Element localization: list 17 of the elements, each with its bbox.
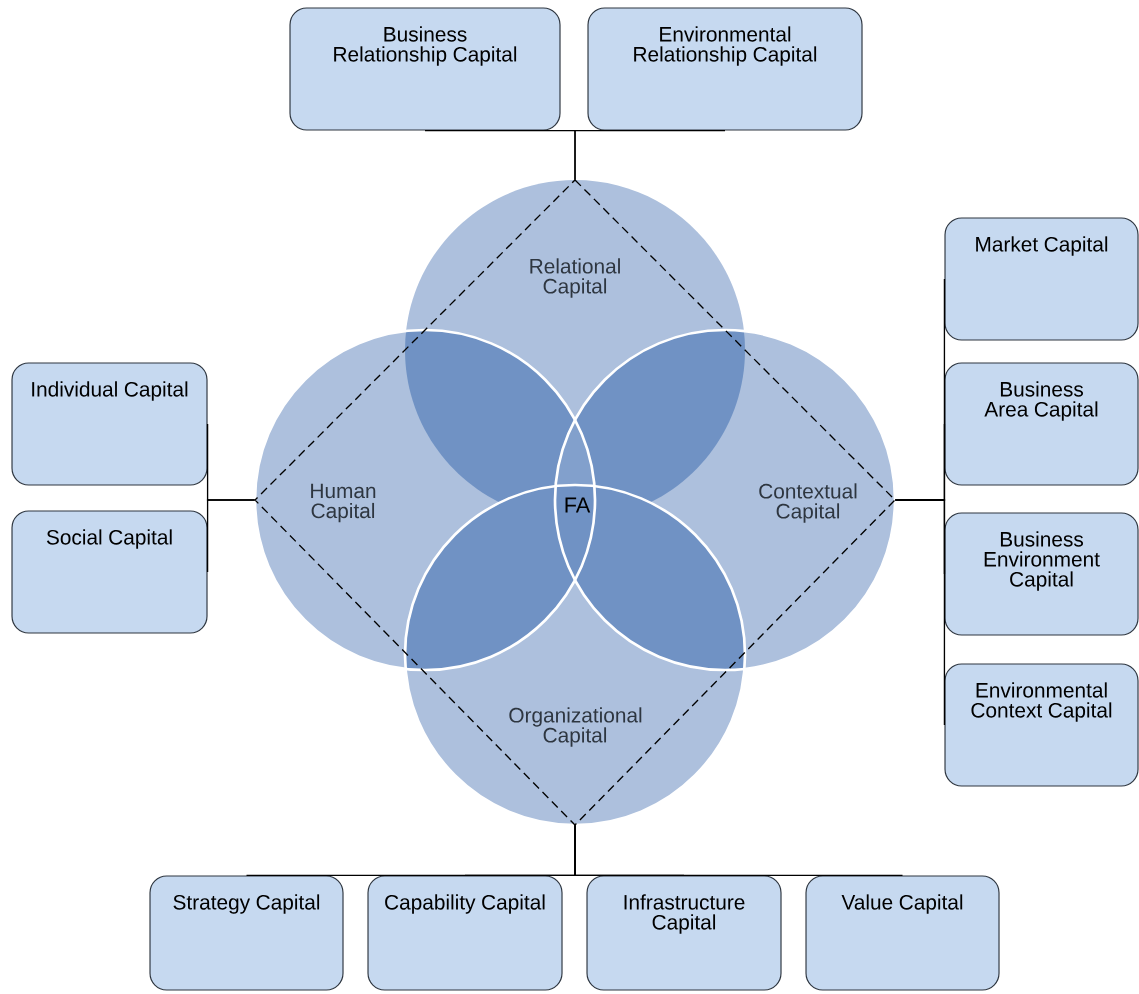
capital-box: Infrastructure Capital [586, 875, 782, 991]
connector-line [574, 824, 904, 877]
capital-box: Value Capital [805, 875, 1000, 991]
connector-line [206, 499, 256, 573]
capital-box: Business Environment Capital [944, 512, 1139, 636]
capital-box: Individual Capital [11, 362, 208, 486]
capital-box: Environmental Relationship Capital [587, 7, 863, 131]
capital-box: Social Capital [11, 510, 208, 634]
connector-line [894, 499, 946, 726]
intersection-label: FA [565, 497, 591, 513]
capital-box: Market Capital [944, 217, 1139, 341]
capital-box: Business Relationship Capital [289, 7, 561, 131]
capital-box: Environmental Context Capital [944, 663, 1139, 787]
capital-box: Business Area Capital [944, 362, 1139, 486]
capital-box: Strategy Capital [149, 875, 344, 991]
capital-box: Capability Capital [367, 875, 563, 991]
connector-line [574, 129, 726, 181]
